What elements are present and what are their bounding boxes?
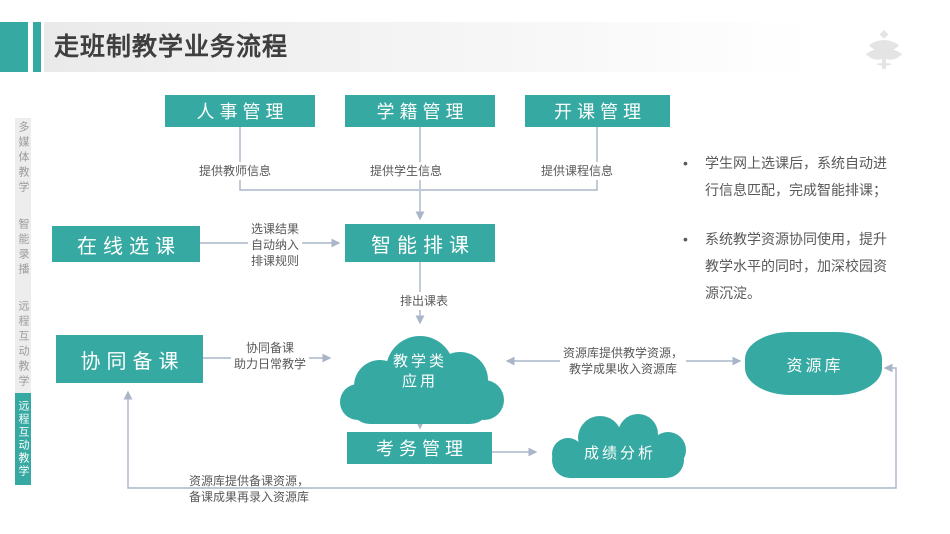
edge-label-student-info: 提供学生信息 (366, 162, 446, 180)
node-smart-scheduling: 智能排课 (345, 224, 495, 262)
node-exam-affairs-management: 考务管理 (347, 432, 492, 464)
header-accent-square (0, 22, 28, 72)
bullet-icon: • (683, 231, 688, 247)
note-item: • 学生网上选课后，系统自动进行信息匹配，完成智能排课； (683, 150, 915, 204)
edge-label-repo-supply: 资源库提供教学资源， 教学成果收入资源库 (559, 344, 687, 378)
page-title: 走班制教学业务流程 (54, 33, 289, 61)
sidebar: 多媒体教学 智能录播 远程互动教学 远程互动教学 (15, 118, 31, 485)
notes-panel: • 学生网上选课后，系统自动进行信息匹配，完成智能排课； • 系统教学资源协同使… (683, 150, 915, 307)
node-score-analysis-cloud (540, 412, 696, 482)
edge-label-course-info: 提供课程信息 (537, 162, 617, 180)
node-collaborative-prep: 协同备课 (56, 335, 203, 383)
node-student-status-management: 学籍管理 (345, 95, 495, 127)
sidebar-item-multimedia: 多媒体教学 (17, 121, 29, 196)
edge-label-repo-prep: 资源库提供备课资源， 备课成果再录入资源库 (188, 474, 310, 504)
note-text: 学生网上选课后，系统自动进行信息匹配，完成智能排课； (705, 155, 887, 198)
bullet-icon: • (683, 155, 688, 171)
cloud-icon (552, 414, 686, 478)
cloud-icon (340, 336, 504, 424)
node-resource-repository: 资源库 (745, 332, 882, 395)
note-text: 系统教学资源协同使用，提升教学水平的同时，加深校园资源沉淀。 (705, 231, 887, 301)
node-online-course-selection: 在线选课 (52, 226, 200, 262)
edge-label-teacher-info: 提供教师信息 (195, 162, 275, 180)
sidebar-item-remote-active: 远程互动教学 (15, 393, 31, 485)
edge-label-prep: 协同备课 助力日常教学 (230, 339, 310, 373)
edge-label-timetable: 排出课表 (396, 292, 452, 310)
note-item: • 系统教学资源协同使用，提升教学水平的同时，加深校园资源沉淀。 (683, 226, 915, 307)
node-score-analysis-label: 成绩分析 (583, 445, 656, 462)
node-teaching-apps-label: 教学类 应用 (392, 353, 447, 390)
sidebar-item-remote-1: 远程互动教学 (17, 300, 29, 390)
node-personnel-management: 人事管理 (165, 95, 315, 127)
edge-label-selection-result: 选课结果 自动纳入 排课规则 (247, 220, 303, 270)
sidebar-item-recording: 智能录播 (17, 218, 29, 278)
header-accent-bar (33, 22, 41, 72)
node-course-opening-management: 开课管理 (525, 95, 670, 127)
node-teaching-apps-cloud (332, 328, 508, 432)
school-emblem-icon (860, 26, 908, 74)
header-band (44, 22, 950, 72)
